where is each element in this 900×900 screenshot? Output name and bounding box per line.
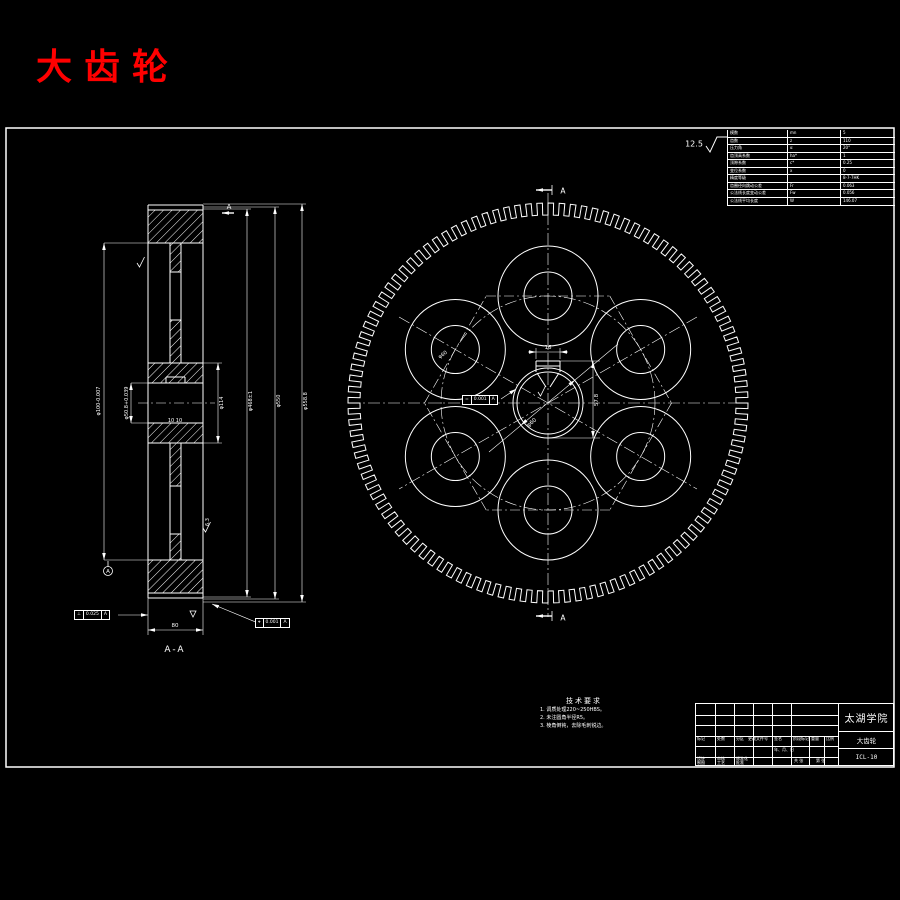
lightening-hole-outer — [590, 406, 692, 507]
lightening-hole-inner — [616, 432, 666, 481]
section-hatch — [169, 442, 182, 487]
lightening-hole-inner — [430, 325, 480, 374]
hole-center-line — [424, 402, 487, 511]
dimension-line — [488, 343, 619, 453]
roughness-check-icon — [202, 521, 211, 533]
dim-arrow — [529, 350, 536, 354]
dim-arrow — [102, 553, 106, 560]
dim-arrow — [521, 419, 528, 425]
roughness-check-icon — [537, 385, 546, 397]
section-hatch — [147, 559, 204, 594]
dim-arrow — [129, 383, 133, 390]
sheet-frame — [5, 127, 895, 768]
lightening-hole-outer — [404, 406, 506, 507]
page-title: 大齿轮 — [36, 46, 181, 88]
bore-circle-inner — [516, 371, 580, 435]
lightening-hole-inner — [430, 432, 480, 481]
keyway-chamfer — [549, 372, 560, 388]
roughness-check-icon — [136, 256, 145, 268]
center-line-diagonal — [398, 316, 698, 490]
hole-center-line — [609, 402, 672, 511]
finish-triangle-icon — [189, 610, 197, 618]
section-hatch — [169, 242, 182, 273]
dim-arrow — [300, 204, 304, 211]
hole-center-line — [424, 295, 487, 404]
leader-arrow — [509, 389, 516, 395]
section-hatch — [147, 422, 204, 444]
datum-circle — [103, 566, 113, 576]
dim-arrow — [245, 209, 249, 216]
section-hatch — [147, 362, 204, 384]
leader-arrow — [141, 613, 148, 617]
dim-arrow — [216, 363, 220, 370]
dim-arrow — [129, 416, 133, 423]
lightening-hole-outer — [404, 299, 506, 400]
hole-center-line — [609, 295, 672, 404]
dim-arrow — [591, 361, 595, 368]
bore-circle-outer — [512, 367, 584, 439]
keyway-chamfer — [536, 372, 547, 388]
lightening-hole-inner — [616, 325, 666, 374]
roughness-symbol-icon — [705, 136, 727, 154]
lightening-hole-outer — [590, 299, 692, 400]
dim-arrow — [216, 436, 220, 443]
leader-arrow — [212, 604, 220, 609]
cut-arrow — [536, 188, 543, 192]
dim-arrow — [102, 243, 106, 250]
section-hatch — [147, 209, 204, 244]
dim-arrow — [273, 207, 277, 214]
section-hatch — [169, 319, 182, 364]
dim-arrow — [273, 592, 277, 599]
dim-arrow — [568, 380, 575, 386]
leader-line — [211, 603, 259, 624]
dim-arrow — [196, 628, 203, 632]
cut-arrow — [222, 211, 229, 215]
dim-arrow — [591, 431, 595, 438]
dim-arrow — [245, 590, 249, 597]
section-hatch — [169, 533, 182, 561]
cut-arrow — [536, 614, 543, 618]
dim-arrow — [148, 628, 155, 632]
dim-arrow — [560, 350, 567, 354]
dim-arrow — [300, 595, 304, 602]
